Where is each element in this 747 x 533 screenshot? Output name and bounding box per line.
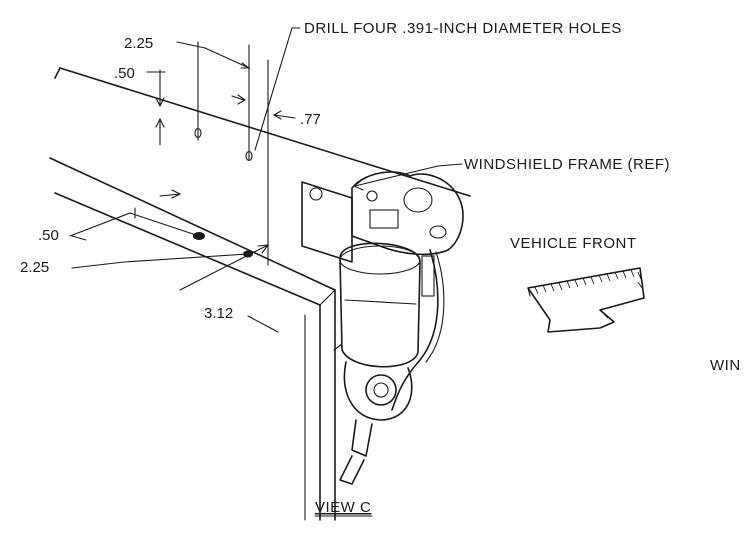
wiper-motor-assembly: [301, 171, 464, 485]
dim-side-edge: 3.12: [204, 305, 233, 322]
dim-top-edge: .77: [300, 111, 321, 128]
view-label: VIEW C: [315, 499, 371, 516]
dim-top-spacing: 2.25: [124, 35, 153, 52]
dim-side-spacing: 2.25: [20, 259, 49, 276]
dim-top-offset: .50: [114, 65, 135, 82]
top-dimensions: [146, 27, 301, 266]
leader-lines: [71, 163, 463, 241]
arrow-hatching: [534, 269, 643, 319]
cut-off-label: WIN: [710, 357, 741, 374]
windshield-frame-label: WINDSHIELD FRAME (REF): [464, 156, 670, 173]
frame-lines: [49, 67, 471, 521]
vehicle-front-arrow: [527, 267, 645, 333]
drill-note: DRILL FOUR .391-INCH DIAMETER HOLES: [304, 20, 622, 37]
dim-side-offset: .50: [38, 227, 59, 244]
vehicle-front-label: VEHICLE FRONT: [510, 235, 637, 252]
side-dimensions: [69, 189, 279, 333]
